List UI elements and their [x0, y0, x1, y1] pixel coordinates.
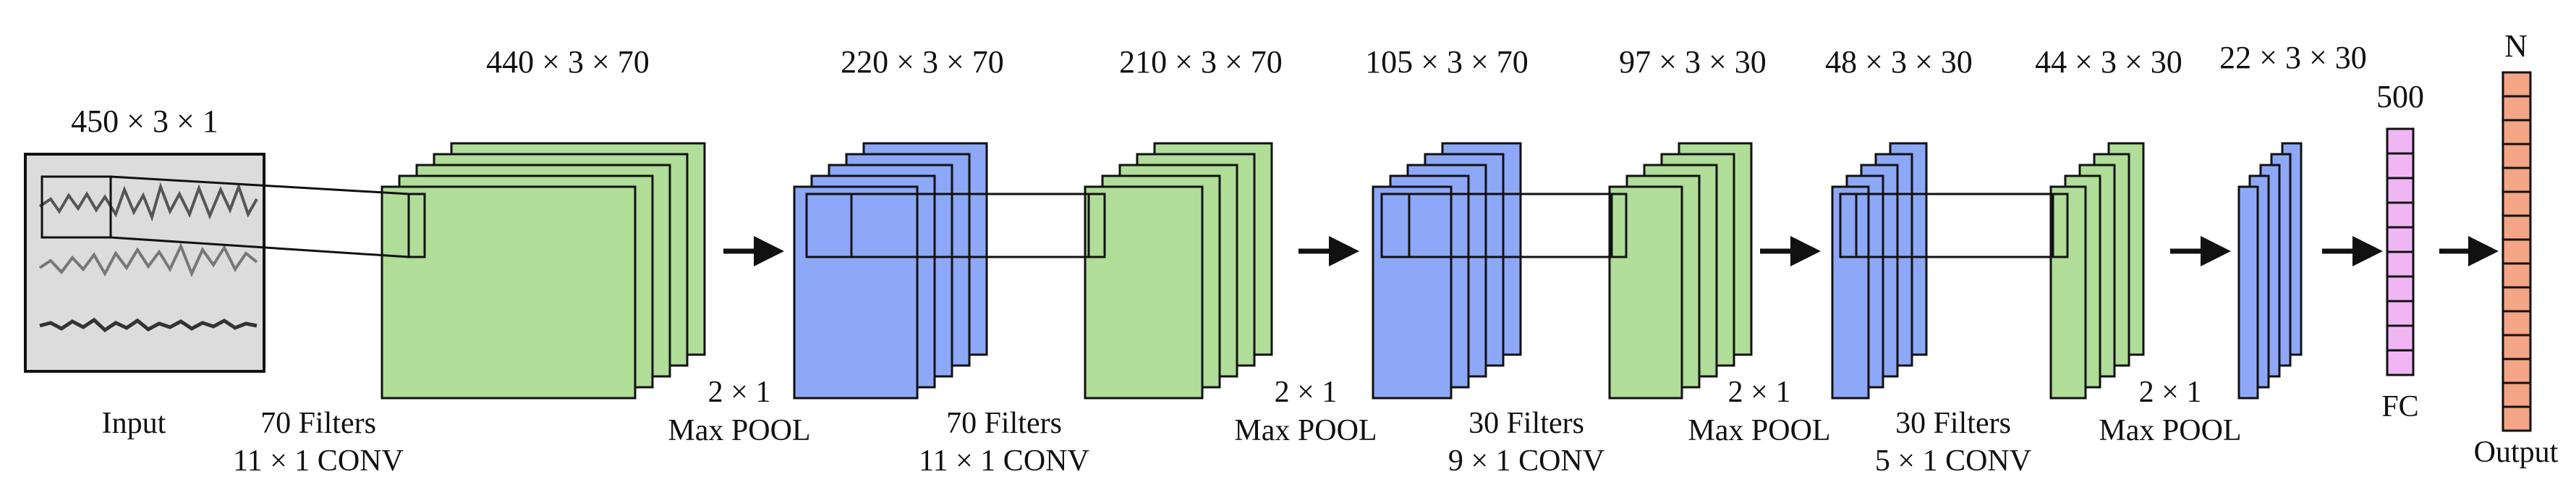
conv4-op-line1: 30 Filters [1895, 407, 2011, 440]
fc-block: 500 FC [2376, 79, 2424, 423]
pool3-window [1839, 193, 1858, 258]
conv3-window [1610, 193, 1628, 258]
conv4-feature-map [2049, 185, 2087, 400]
pool3-feature-maps [1831, 142, 1928, 400]
output-unit [2501, 358, 2532, 384]
conv1-window [407, 193, 426, 258]
conv3-op-line2: 9 × 1 CONV [1448, 444, 1604, 478]
conv2-op-line1: 70 Filters [946, 407, 1062, 440]
pool4-feature-maps [2237, 142, 2303, 400]
fc-unit [2386, 349, 2415, 376]
output-unit [2501, 214, 2532, 241]
pool3-feature-map [1831, 185, 1870, 400]
output-unit [2501, 71, 2532, 98]
output-unit [2501, 166, 2532, 193]
conv3-dim-label: 97 × 3 × 30 [1619, 44, 1767, 80]
input-block: 450 × 3 × 1 Input [24, 104, 265, 440]
conv2-dim-label: 210 × 3 × 70 [1119, 44, 1283, 80]
pool1-feature-map [793, 185, 919, 400]
dimension-labels: 440 × 3 × 70 220 × 3 × 70 210 × 3 × 70 1… [486, 40, 2367, 80]
conv1-dim-label: 440 × 3 × 70 [486, 44, 650, 80]
output-label: Output [2474, 436, 2559, 469]
operation-captions: 70 Filters 11 × 1 CONV 2 × 1 Max POOL 70… [233, 376, 2241, 478]
pool3-dim-label: 48 × 3 × 30 [1825, 44, 1973, 80]
fc-unit [2386, 152, 2415, 180]
output-unit [2501, 143, 2532, 169]
output-unit [2501, 310, 2532, 337]
pool3-op-line2: Max POOL [1688, 414, 1830, 447]
pool2-op-line1: 2 × 1 [1275, 376, 1338, 409]
fc-unit [2386, 300, 2415, 327]
fc-unit [2386, 324, 2415, 352]
fc-unit [2386, 127, 2415, 155]
pool1-op-line1: 2 × 1 [708, 376, 771, 409]
receptive-field-lines [110, 175, 2069, 258]
output-unit [2501, 262, 2532, 289]
input-signal-trace-1 [38, 182, 258, 222]
output-unit [2501, 405, 2532, 432]
input-to-conv1-bottom [110, 236, 409, 258]
output-unit [2501, 119, 2532, 145]
output-unit [2501, 95, 2532, 122]
conv4-dim-label: 44 × 3 × 30 [2035, 44, 2182, 80]
fc-unit [2386, 275, 2415, 303]
output-unit [2501, 238, 2532, 265]
output-unit [2501, 381, 2532, 408]
fc-label: FC [2381, 390, 2418, 423]
conv1-feature-map [381, 185, 637, 400]
input-to-conv1-top [110, 175, 409, 195]
fc-unit [2386, 250, 2415, 278]
conv1-op-line2: 11 × 1 CONV [233, 444, 404, 478]
pool1-dim-label: 220 × 3 × 70 [841, 44, 1004, 80]
conv2-feature-map [1084, 185, 1204, 400]
output-block: N Output [2474, 28, 2559, 469]
conv4-feature-maps [2049, 142, 2145, 400]
conv3-feature-maps [1608, 142, 1753, 400]
fc-unit [2386, 226, 2415, 253]
fc-unit [2386, 201, 2415, 229]
output-unit [2501, 190, 2532, 217]
pool2-feature-map [1372, 185, 1453, 400]
input-window [41, 175, 112, 239]
conv2-op-line2: 11 × 1 CONV [919, 444, 1089, 478]
conv4-window [2052, 193, 2069, 258]
output-unit [2501, 334, 2532, 360]
conv3-feature-map [1608, 185, 1683, 400]
conv1-op-line1: 70 Filters [260, 407, 376, 440]
conv2-feature-maps [1084, 142, 1273, 400]
conv2-window [1087, 193, 1106, 258]
conv1-feature-maps [381, 142, 706, 400]
pool4-feature-map [2237, 185, 2259, 400]
fc-unit [2386, 177, 2415, 204]
pool1-window [805, 193, 853, 258]
input-signal-trace-3 [39, 317, 258, 333]
pool1-feature-maps [793, 142, 988, 400]
pool2-dim-label: 105 × 3 × 70 [1365, 44, 1529, 80]
input-dim-label: 450 × 3 × 1 [71, 104, 218, 139]
pool2-op-line2: Max POOL [1234, 414, 1377, 447]
input-signal-trace-2 [38, 242, 258, 278]
pool3-op-line1: 2 × 1 [1728, 376, 1791, 409]
input-label: Input [102, 407, 166, 440]
pool4-dim-label: 22 × 3 × 30 [2219, 40, 2367, 75]
pool4-op-line1: 2 × 1 [2139, 376, 2202, 409]
pool1-op-line2: Max POOL [668, 414, 810, 447]
output-unit [2501, 286, 2532, 313]
pool2-window [1380, 193, 1411, 258]
fc-units-label: 500 [2376, 79, 2424, 114]
pool4-op-line2: Max POOL [2099, 414, 2241, 447]
output-units-label: N [2504, 28, 2528, 64]
conv4-op-line2: 5 × 1 CONV [1875, 444, 2031, 478]
layer-stacks [381, 142, 2303, 400]
pool2-feature-maps [1372, 142, 1522, 400]
conv3-op-line1: 30 Filters [1468, 407, 1584, 440]
